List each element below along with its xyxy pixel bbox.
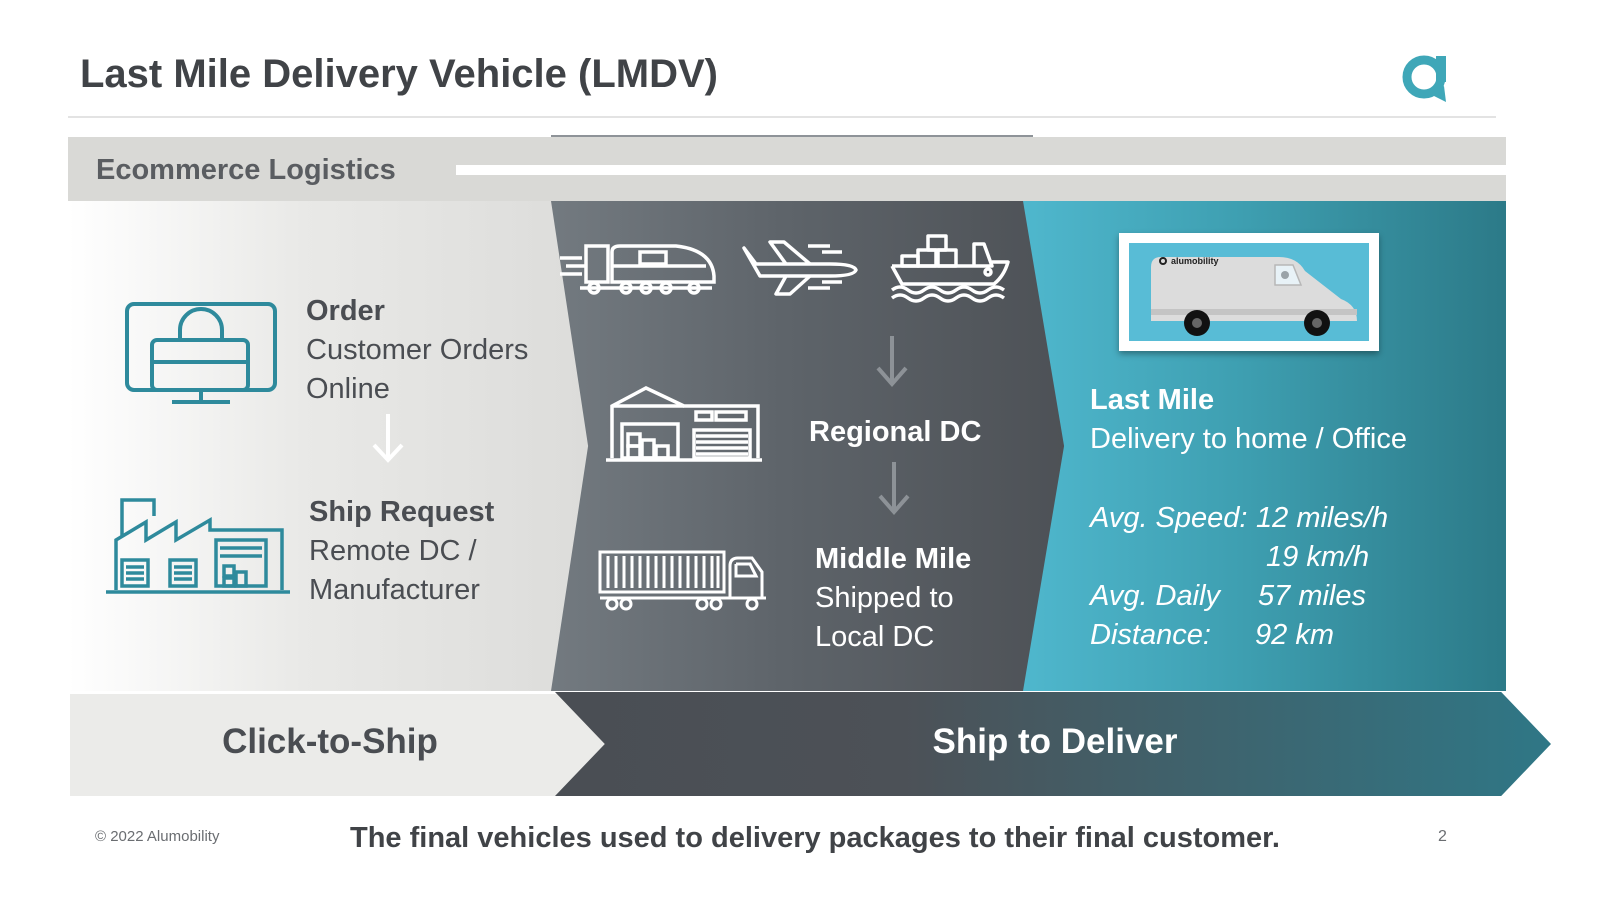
last-mile-title: Last Mile: [1090, 384, 1215, 416]
ship-request-title: Ship Request: [309, 496, 495, 528]
order-line-1: Customer Orders: [306, 334, 529, 366]
regional-dc-label: Regional DC: [809, 416, 982, 448]
avg-speed-mph: 12 miles/h: [1256, 502, 1389, 534]
ship-to-deliver-bar: [555, 692, 1551, 796]
avg-daily-km: 92 km: [1255, 619, 1334, 651]
copyright-text: © 2022 Alumobility: [95, 828, 220, 845]
click-to-ship-bar: [70, 694, 608, 796]
click-to-ship-label: Click-to-Ship: [222, 722, 438, 761]
ecommerce-label: Ecommerce Logistics: [96, 154, 396, 186]
avg-speed-kmh: 19 km/h: [1266, 541, 1370, 573]
band-accent-line: [551, 135, 1033, 137]
ship-request-line-1: Remote DC /: [309, 535, 477, 567]
last-mile-line-1: Delivery to home / Office: [1090, 423, 1407, 455]
factory-icon: [106, 498, 290, 594]
page-number: 2: [1438, 828, 1447, 845]
order-title: Order: [306, 295, 385, 327]
warehouse-icon: [606, 386, 762, 462]
train-icon: [560, 244, 716, 295]
van-logo-icon: [1159, 257, 1167, 265]
truck-icon: [598, 550, 766, 611]
order-line-2: Online: [306, 373, 390, 405]
van-icon: [1151, 257, 1357, 336]
arrow-down-icon: [372, 414, 404, 463]
ship-request-line-2: Manufacturer: [309, 574, 480, 606]
distance-label: Distance:: [1090, 619, 1211, 651]
arrow-down-icon: [878, 462, 910, 516]
avg-daily-label: Avg. Daily: [1090, 580, 1221, 612]
slide-caption: The final vehicles used to delivery pack…: [350, 822, 1280, 854]
click-to-ship-panel: [68, 201, 588, 691]
van-photo-frame: alumobility: [1119, 233, 1379, 351]
arrow-down-icon: [876, 336, 908, 388]
ship-to-deliver-label: Ship to Deliver: [932, 722, 1178, 761]
monitor-bag-icon: [125, 302, 277, 404]
alumobility-logo-icon: [1402, 55, 1446, 102]
middle-mile-title: Middle Mile: [815, 543, 972, 575]
avg-daily-miles: 57 miles: [1258, 580, 1366, 612]
flow-arrow-icon: [456, 152, 1544, 188]
slide-title: Last Mile Delivery Vehicle (LMDV): [80, 52, 718, 96]
title-divider: [68, 116, 1496, 118]
ship-icon: [890, 234, 1010, 303]
van-brand-text: alumobility: [1171, 256, 1219, 266]
middle-mile-line-1: Shipped to: [815, 582, 954, 614]
airplane-icon: [742, 240, 858, 296]
middle-mile-line-2: Local DC: [815, 621, 935, 653]
avg-speed-label: Avg. Speed:: [1090, 502, 1248, 534]
